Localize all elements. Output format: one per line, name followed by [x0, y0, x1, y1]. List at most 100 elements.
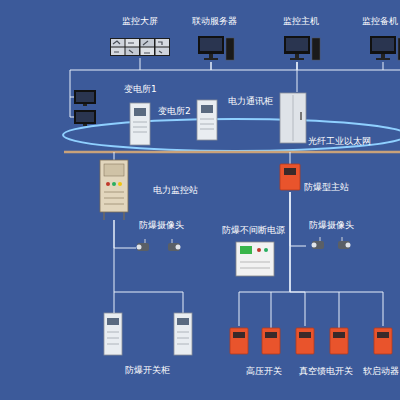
red-box-window	[233, 332, 245, 338]
screen	[372, 38, 394, 51]
device-label: 联动服务器	[192, 16, 237, 27]
video-tile	[111, 39, 125, 47]
device-label: 防爆型主站	[304, 182, 349, 193]
monitor	[74, 90, 96, 104]
monitor-stand	[83, 104, 87, 106]
screen	[286, 38, 308, 51]
device-label: 监控大屏	[122, 16, 158, 27]
connector-wire	[290, 192, 305, 326]
red-box-window	[333, 332, 345, 338]
device-node: 电力监控站	[98, 160, 208, 220]
connector-wire	[290, 192, 306, 246]
cabinet-vent	[133, 122, 147, 132]
device-node: 防爆开关柜	[100, 313, 196, 377]
device-label: 监控备机	[362, 16, 398, 27]
monitoring-station	[100, 160, 128, 220]
station-leg	[104, 212, 124, 220]
connector-wire	[211, 62, 297, 70]
indicator	[106, 182, 110, 186]
device-node: 防爆摄像头	[306, 220, 358, 254]
camera	[312, 237, 325, 249]
red-box	[230, 328, 248, 354]
cabinet-body	[174, 313, 192, 355]
camera-body	[338, 241, 350, 249]
wire	[70, 70, 400, 328]
monitor	[74, 110, 96, 124]
red-box-window	[284, 168, 296, 175]
ups-knob	[257, 248, 261, 252]
device-node: 监控大屏	[108, 16, 172, 58]
connector-wire	[297, 62, 298, 92]
connector-wire	[114, 220, 136, 248]
monitor-base	[204, 58, 218, 60]
camera-mount	[145, 239, 146, 243]
station-detail	[104, 192, 124, 204]
station-panel	[104, 164, 124, 176]
cabinet	[130, 103, 150, 145]
video-tile	[111, 48, 125, 56]
video-tile	[126, 48, 140, 56]
device-label: 防爆开关柜	[125, 365, 170, 376]
ups-box	[236, 242, 274, 276]
cabinet	[197, 100, 217, 140]
camera-mount	[172, 239, 173, 243]
connector-wire	[140, 58, 211, 70]
small-monitor	[74, 90, 96, 106]
device-label: 防爆摄像头	[309, 220, 354, 231]
device-node: 防爆型主站	[278, 162, 358, 192]
monitor-stand	[209, 54, 213, 58]
cabinet-window	[107, 318, 119, 325]
cabinet-vent	[200, 119, 214, 129]
ups-knob	[264, 248, 268, 252]
camera	[168, 239, 181, 251]
device-node: 电力通讯柜	[228, 92, 308, 144]
indicator	[112, 182, 116, 186]
small-monitor	[74, 110, 96, 126]
screen	[76, 92, 94, 102]
ring-network	[63, 119, 400, 151]
cabinet-body	[280, 93, 306, 143]
device-label: 监控主机	[283, 16, 319, 27]
red-box	[262, 328, 280, 354]
camera-mount	[320, 237, 321, 241]
camera-body	[137, 243, 149, 251]
camera-body	[312, 241, 324, 249]
ups-body	[236, 242, 274, 276]
connector-wire	[114, 220, 115, 313]
screen	[200, 38, 222, 51]
pc-tower	[312, 38, 320, 60]
red-box	[280, 164, 300, 190]
indicator	[118, 182, 122, 186]
device-label: 防爆摄像头	[139, 220, 184, 231]
connector-wire	[297, 62, 383, 70]
video-tile	[141, 39, 155, 47]
cabinet-window	[134, 108, 146, 116]
switch-cabinet	[174, 313, 192, 355]
cabinet-window	[177, 318, 189, 325]
monitor-base	[376, 58, 390, 60]
device-label: 防爆不间断电源	[222, 225, 285, 236]
red-box-window	[265, 332, 277, 338]
device-node: 变电所2	[158, 100, 218, 142]
device-label: 变电所1	[124, 84, 157, 95]
computer	[198, 36, 234, 60]
device-label: 真空馈电开关	[299, 366, 353, 377]
computer	[284, 36, 320, 60]
video-tile	[156, 48, 170, 56]
device-node: 高压开关	[228, 326, 292, 380]
monitor-stand	[83, 124, 87, 126]
camera-lens	[312, 243, 317, 248]
cabinet-body	[130, 103, 150, 145]
cabinet-vent	[177, 332, 189, 344]
video-content	[113, 41, 162, 53]
pc-tower	[226, 38, 234, 60]
network-label: 光纤工业以太网	[308, 136, 371, 147]
explosion-proof-box	[280, 164, 300, 190]
ups-display	[240, 246, 252, 254]
station-body	[100, 160, 128, 212]
